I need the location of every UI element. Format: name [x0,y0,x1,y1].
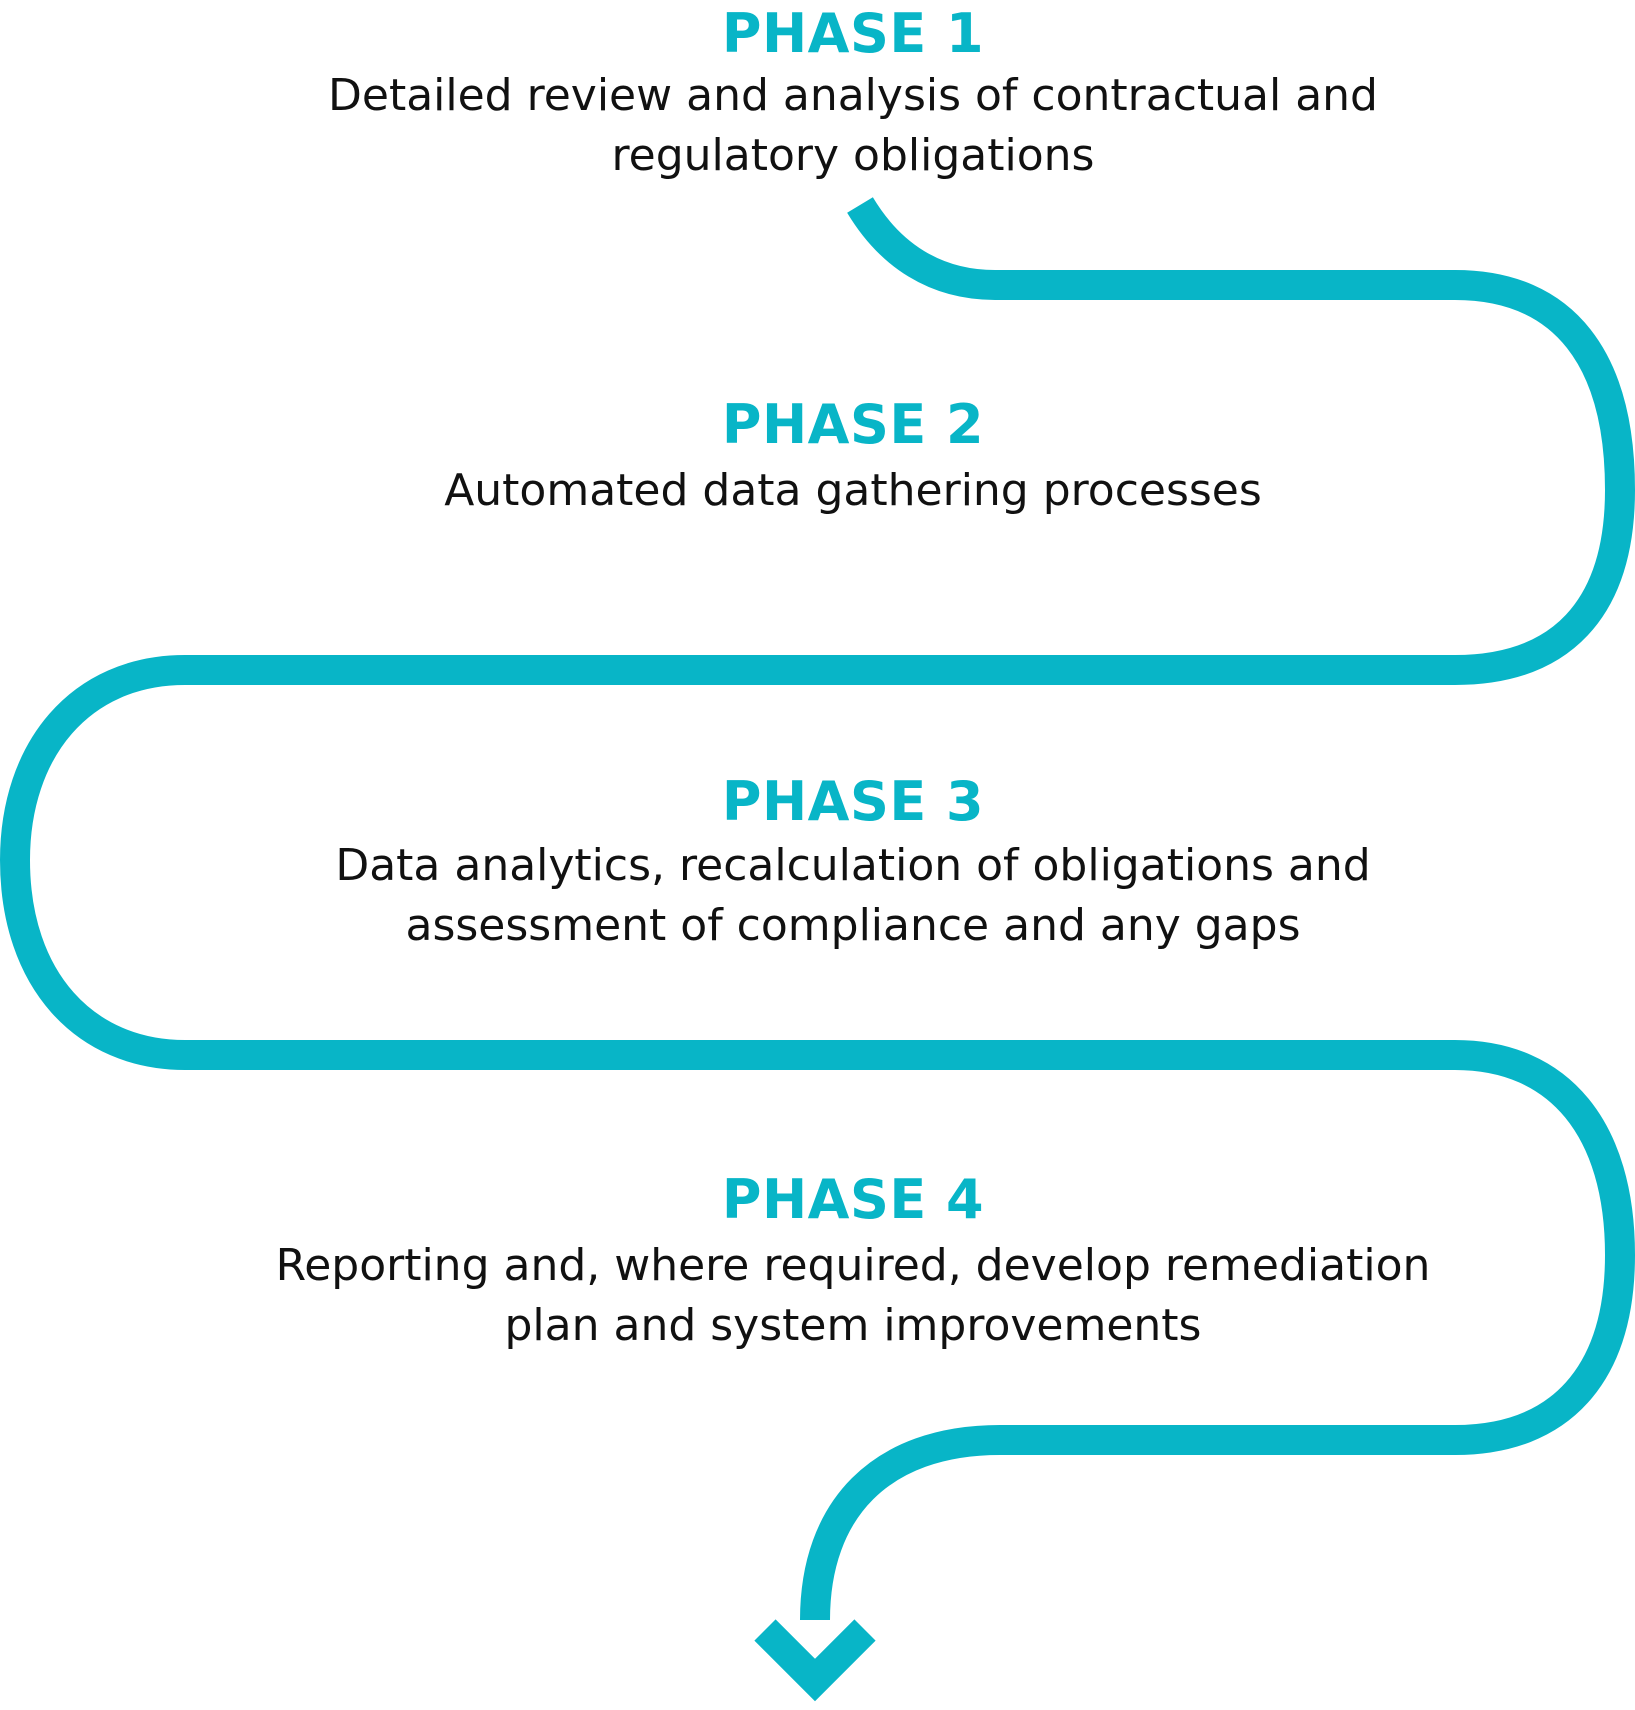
phase-2-description-line-1: Automated data gathering processes [444,465,1262,516]
phase-3-block: PHASE 3 Data analytics, recalculation of… [335,770,1370,951]
phase-1-description-line-1: Detailed review and analysis of contract… [328,70,1378,121]
phase-4-description-line-1: Reporting and, where required, develop r… [276,1240,1431,1291]
phase-3-description-line-2: assessment of compliance and any gaps [405,900,1300,951]
phase-4-title: PHASE 4 [722,1168,984,1231]
phase-4-block: PHASE 4 Reporting and, where required, d… [276,1168,1431,1351]
arrow-down-icon [754,1619,876,1702]
phase-3-title: PHASE 3 [722,770,984,833]
phase-1-title: PHASE 1 [722,2,984,65]
phase-2-block: PHASE 2 Automated data gathering process… [444,393,1262,516]
serpentine-connector-path [0,197,1635,1621]
phase-3-description-line-1: Data analytics, recalculation of obligat… [335,840,1370,891]
phase-2-title: PHASE 2 [722,393,984,456]
phase-1-description-line-2: regulatory obligations [612,130,1095,181]
phase-1-block: PHASE 1 Detailed review and analysis of … [328,2,1378,181]
phase-4-description-line-2: plan and system improvements [505,1300,1202,1351]
